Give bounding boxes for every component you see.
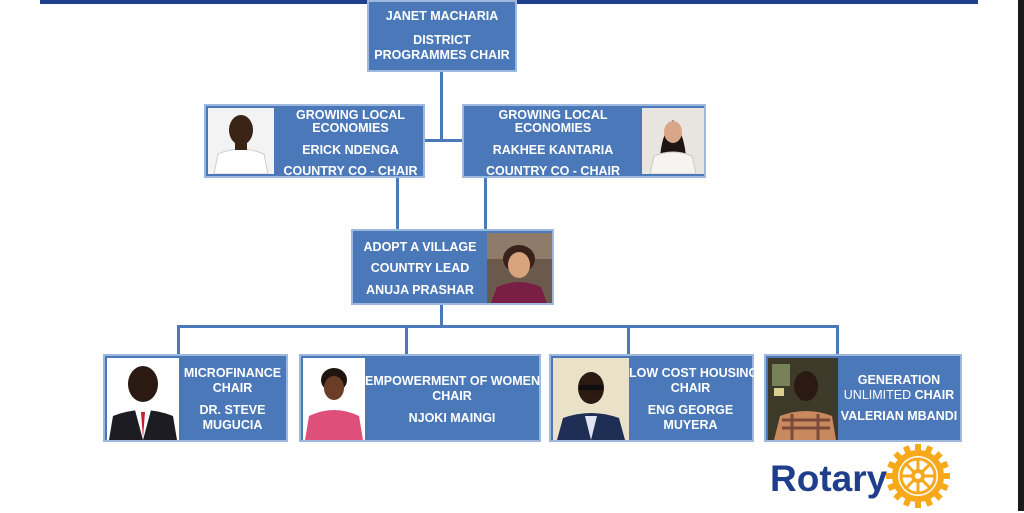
chair-box-low-cost-housing: LOW COST HOUSING CHAIR ENG GEORGE MUYERA bbox=[549, 354, 759, 442]
chair-box-microfinance: MICROFINANCE CHAIR DR. STEVE MUGUCIA bbox=[103, 354, 288, 442]
window-edge bbox=[1018, 0, 1024, 511]
person-name: VALERIAN MBANDI bbox=[840, 409, 958, 423]
person-photo bbox=[303, 358, 365, 440]
role-text: CHAIR bbox=[212, 381, 253, 395]
person-photo bbox=[768, 358, 838, 440]
rotary-logo-text: Rotary bbox=[770, 458, 888, 499]
role-text: COUNTRY CO - CHAIR bbox=[485, 164, 621, 178]
person-name: ENG GEORGE bbox=[647, 403, 734, 417]
connector bbox=[177, 325, 839, 328]
role-text: UNLIMITED CHAIR bbox=[838, 388, 960, 403]
program-title: ADOPT A VILLAGE bbox=[363, 240, 477, 254]
chair-box-empowerment-of-women: EMPOWERMENT OF WOMEN CHAIR NJOKI MAINGI bbox=[299, 354, 541, 442]
program-title: ECONOMIES bbox=[312, 121, 389, 135]
connector bbox=[177, 325, 180, 355]
program-title: EMPOWERMENT OF WOMEN bbox=[365, 374, 540, 388]
person-photo bbox=[487, 233, 552, 303]
program-title: UNLIMITED bbox=[843, 388, 915, 402]
program-title: GENERATION bbox=[857, 373, 941, 387]
program-title: GROWING LOCAL bbox=[295, 108, 405, 122]
role-text: CHAIR bbox=[914, 388, 955, 402]
person-photo bbox=[642, 108, 704, 174]
program-title: LOW COST HOUSING bbox=[629, 366, 759, 380]
connector bbox=[484, 177, 487, 229]
connector bbox=[440, 303, 443, 327]
person-name: NJOKI MAINGI bbox=[408, 411, 496, 425]
connector bbox=[440, 72, 443, 140]
role-text: CHAIR bbox=[432, 389, 472, 403]
person-name: MUYERA bbox=[663, 418, 718, 432]
chair-box-generation-unlimited: GENERATION UNLIMITED CHAIR VALERIAN MBAN… bbox=[764, 354, 962, 442]
role-text: COUNTRY LEAD bbox=[370, 261, 470, 275]
connector bbox=[627, 325, 630, 355]
role-text: PROGRAMMES CHAIR bbox=[374, 48, 510, 62]
co-chair-left-box: GROWING LOCAL ECONOMIES ERICK NDENGA COU… bbox=[204, 104, 425, 178]
person-photo bbox=[208, 108, 274, 174]
district-chair-box: JANET MACHARIA DISTRICT PROGRAMMES CHAIR bbox=[367, 0, 517, 72]
program-title: ECONOMIES bbox=[514, 121, 592, 135]
country-lead-box: ADOPT A VILLAGE COUNTRY LEAD ANUJA PRASH… bbox=[351, 229, 554, 305]
connector bbox=[424, 139, 464, 142]
role-text: DISTRICT bbox=[413, 33, 471, 47]
co-chair-right-box: GROWING LOCAL ECONOMIES RAKHEE KANTARIA … bbox=[462, 104, 706, 178]
connector bbox=[405, 325, 408, 355]
role-text: COUNTRY CO - CHAIR bbox=[283, 164, 418, 178]
program-title: GROWING LOCAL bbox=[498, 108, 608, 122]
rotary-wheel-icon bbox=[886, 444, 950, 508]
role-text: CHAIR bbox=[670, 381, 711, 395]
person-name: ERICK NDENGA bbox=[302, 143, 399, 157]
person-name: ANUJA PRASHAR bbox=[366, 283, 474, 297]
connector bbox=[836, 325, 839, 355]
person-photo bbox=[107, 358, 179, 440]
person-name: DR. STEVE bbox=[199, 403, 266, 417]
connector bbox=[396, 177, 399, 229]
person-photo bbox=[553, 358, 629, 440]
person-name: RAKHEE KANTARIA bbox=[492, 143, 614, 157]
program-title: MICROFINANCE bbox=[183, 366, 282, 380]
person-name: MUGUCIA bbox=[202, 418, 263, 432]
person-name: JANET MACHARIA bbox=[385, 9, 499, 23]
